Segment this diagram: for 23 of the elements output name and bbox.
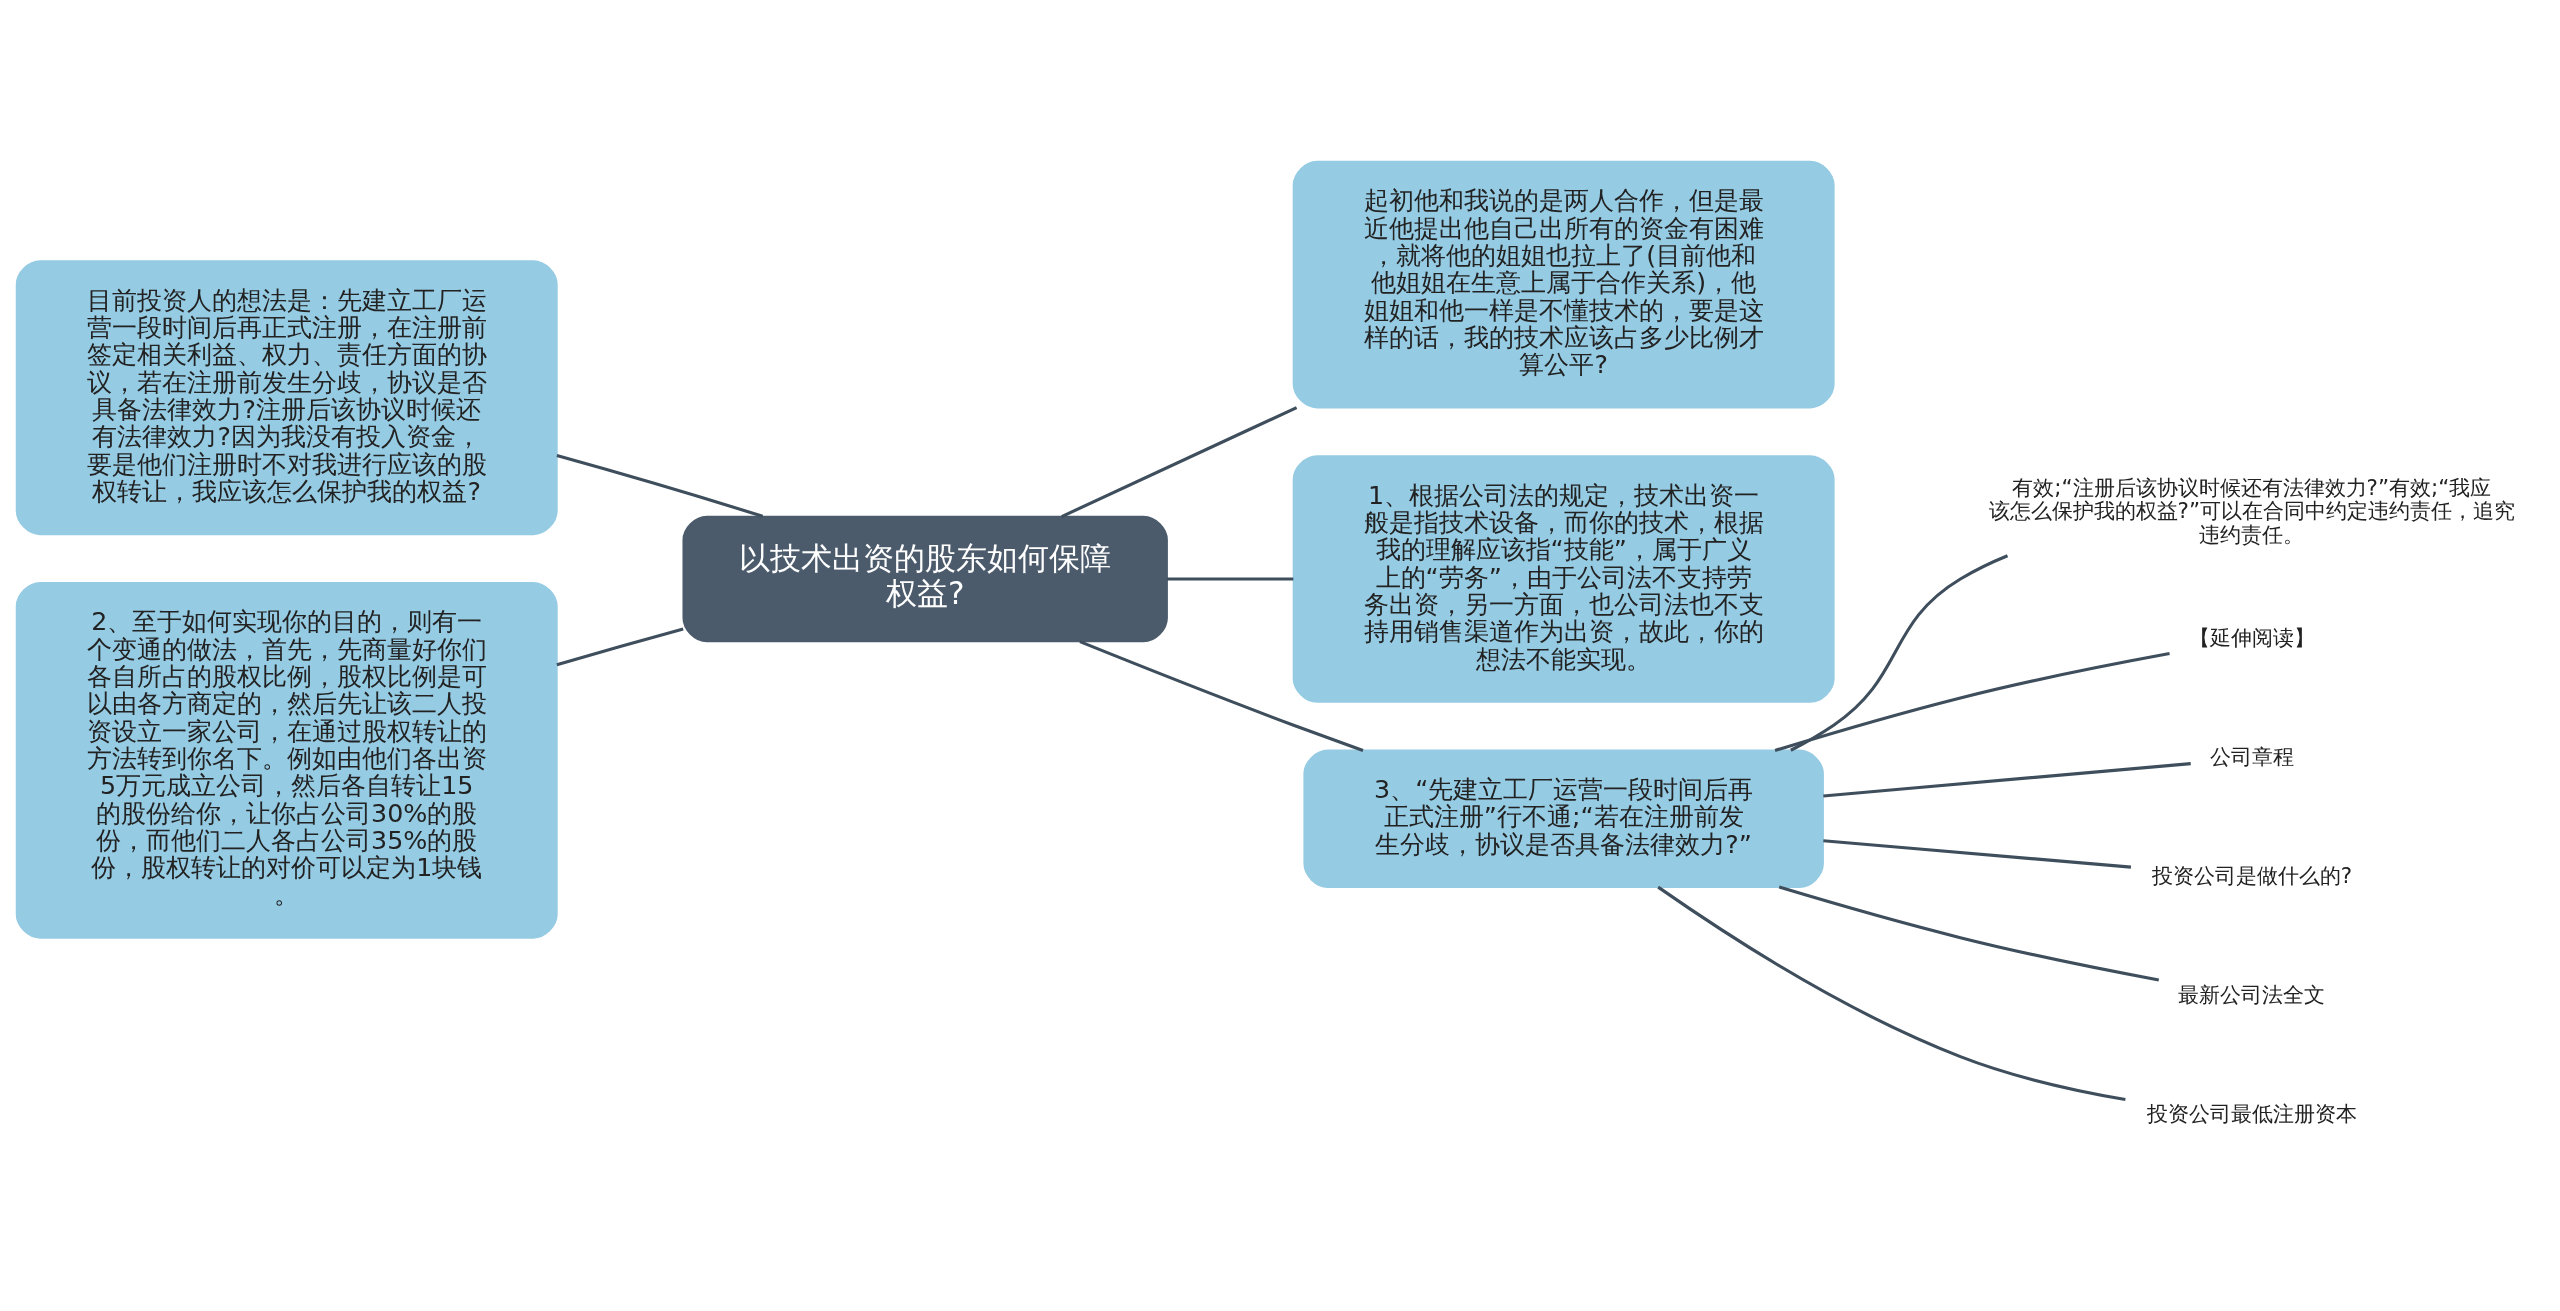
node-text: 投资公司最低注册资本 xyxy=(2146,1100,2357,1126)
node-text: 公司章程 xyxy=(2209,743,2294,769)
node-text: 投资公司是做什么的? xyxy=(2151,862,2353,888)
node-text: 有效;“注册后该协议时候还有法律效力?”有效;“我应该怎么保护我的权益?”可以在合同中约定违约责任，追究违约责任。 xyxy=(1988,474,2516,547)
connector xyxy=(1778,885,2160,982)
connector xyxy=(1823,761,2191,798)
connector xyxy=(556,627,684,666)
node-box: 3、“先建立工厂运营一段时间后再正式注册”行不通;“若在注册前发生分歧，协议是否具备法律效力?” xyxy=(1303,749,1824,888)
connector xyxy=(1774,651,2170,752)
node-box: 2、至于如何实现你的目的，则有一个变通的做法，首先，先商量好你们各自所占的股权比例，股权比例是可以由各方商定的，然后先让该二人投资设立一家公司，在通过股权转让的方法转到你名下。例如由他们各出资5万元成立公司，然后各自转让15的股份给你，让你占公司30%的股份，而他们二人各占公司35%的股份，股权转让的对价可以定为1块钱。 xyxy=(15,581,558,939)
node-text: 【延伸阅读】 xyxy=(2188,624,2315,650)
connector xyxy=(1061,405,1298,518)
node-box: 目前投资人的想法是：先建立工厂运营一段时间后再正式注册，在注册前签定相关利益、权力、责任方面的协议，若在注册前发生分歧，协议是否具备法律效力?注册后该协议时候还有法律效力?因为我没有投入资金，要是他们注册时不对我进行应该的股权转让，我应该怎么保护我的权益? xyxy=(15,259,558,535)
node-text: 最新公司法全文 xyxy=(2178,981,2326,1007)
node-box: 1、根据公司法的规定，技术出资一般是指技术设备，而你的技术，根据我的理解应该指“技能”，属于广义上的“劳务”，由于公司法不支持劳务出资，另一方面，也公司法也不支持用销售渠道作为出资，故此，你的想法不能实现。 xyxy=(1292,454,1835,703)
connector xyxy=(556,453,764,518)
node-box: 以技术出资的股东如何保障权益? xyxy=(682,515,1168,642)
connector xyxy=(1079,639,1364,752)
connector xyxy=(1823,838,2132,869)
connector xyxy=(1167,576,1294,581)
node-box: 起初他和我说的是两人合作，但是最近他提出他自己出所有的资金有困难，就将他的姐姐也拉上了(目前他和他姐姐在生意上属于合作关系)，他姐姐和他一样是不懂技术的，要是这样的话，我的技术应该占多少比例才算公平? xyxy=(1292,160,1835,408)
connector xyxy=(1790,553,2009,752)
connector xyxy=(1657,885,2126,1101)
